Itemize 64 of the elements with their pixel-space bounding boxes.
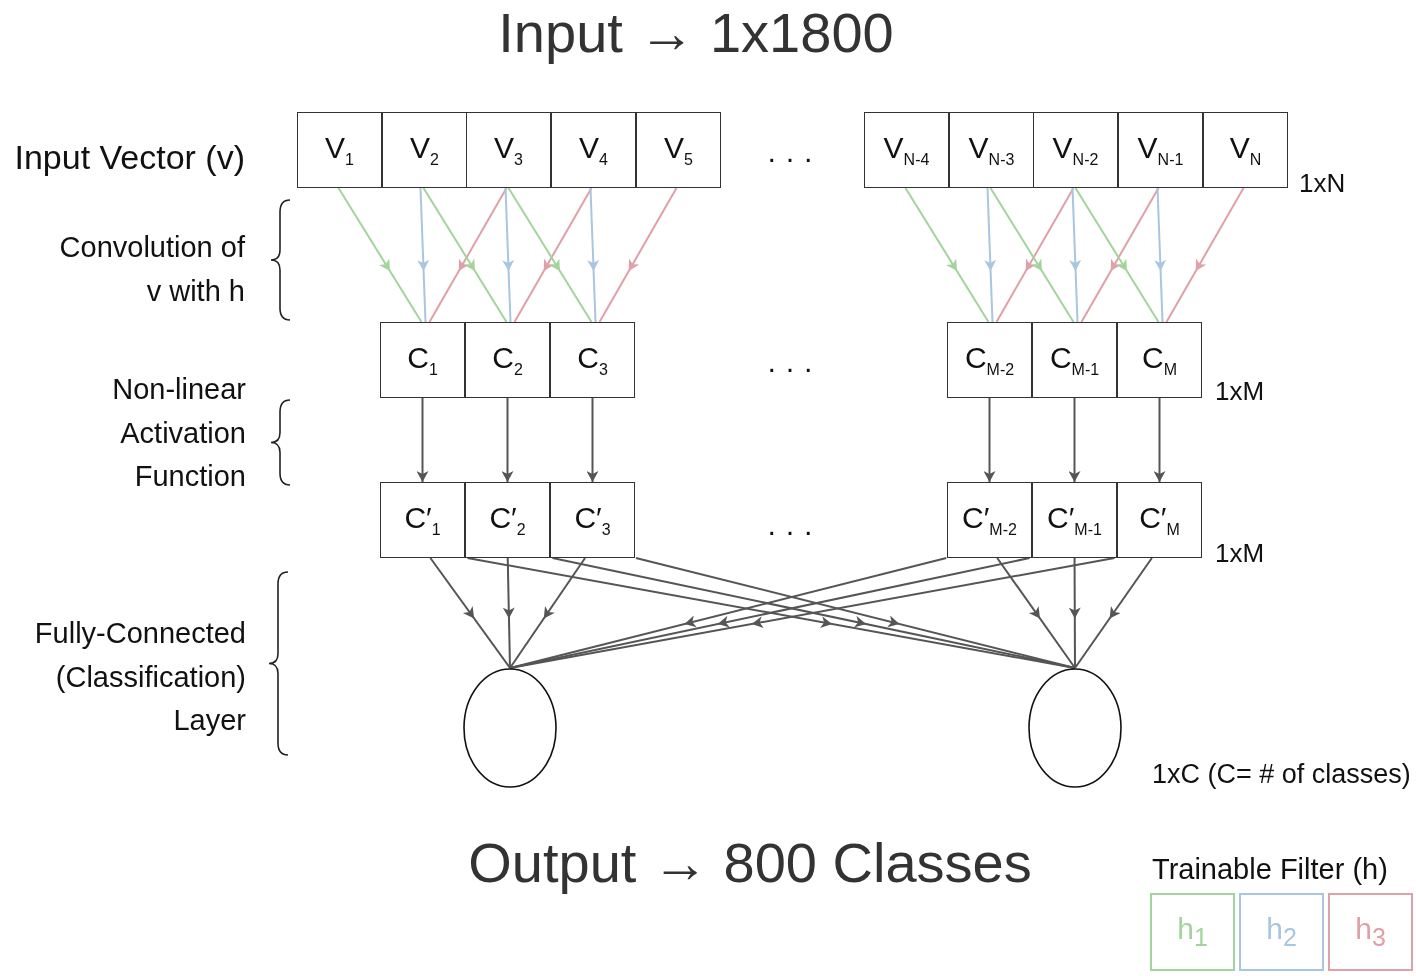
vector-cell: C$_{2}$ [465,322,550,398]
filter-label: h$_{1}$ [1177,912,1208,952]
dimension-label: 1xM [1215,537,1266,570]
arrow [1153,397,1166,483]
vector-cell: C′$_{3}$ [550,482,635,558]
arrow [634,557,1076,669]
vector-cell: V$_{N-2}$ [1033,112,1118,188]
vector-cell: C′$_{M}$ [1117,482,1202,558]
arrow [1154,187,1167,323]
vector-cell: V$_{N-3}$ [949,112,1034,188]
vector-cell: C$_{1}$ [380,322,465,398]
dimension-label: 1xM [1215,375,1266,408]
arrow [984,187,997,323]
vector-cell: C′$_{2}$ [465,482,550,558]
arrow [1165,187,1245,323]
arrow [904,187,990,323]
ellipsis: · · · [765,140,815,176]
output-neuron-circle [463,668,557,788]
arrow [417,187,430,323]
filter-label: h$_{3}$ [1355,912,1386,952]
vector-cell: C′$_{1}$ [380,482,465,558]
vector-cell: V$_{N}$ [1203,112,1288,188]
layer-label: Fully-Connected (Classification) Layer [33,616,246,738]
vector-cell: C′$_{M-2}$ [947,482,1032,558]
vector-cell: V$_{N-1}$ [1118,112,1203,188]
arrow [429,557,511,669]
vector-cell: V$_{4}$ [551,112,636,188]
arrow [587,187,600,323]
vector-cell: V$_{5}$ [636,112,721,188]
arrow [586,397,599,483]
ellipsis: · · · [765,350,815,386]
arrow [1068,397,1081,483]
dimension-label: 1xC (C= # of classes) [1152,758,1412,791]
vector-cell: V$_{N-4}$ [864,112,949,188]
arrow [1069,187,1082,323]
arrow [509,557,587,669]
vector-cell: V$_{1}$ [297,112,382,188]
title: Input → 1x1800 [497,0,895,65]
legend-title: Trainable Filter (h) [1152,852,1389,887]
vector-cell: C$_{3}$ [550,322,635,398]
layer-label: Convolution of v with h [58,230,245,309]
arrow [337,187,423,323]
vector-cell: C′$_{M-1}$ [1032,482,1117,558]
vector-cell: V$_{3}$ [466,112,551,188]
arrow [416,397,429,483]
vector-cell: V$_{2}$ [382,112,467,188]
vector-cell: C$_{M}$ [1117,322,1202,398]
dimension-label: 1xN [1299,167,1347,200]
arrow [502,557,515,669]
ellipsis: · · · [765,513,815,549]
caption: Output → 800 Classes [467,830,1033,895]
filter-label: h$_{2}$ [1266,912,1297,952]
row-label: Input Vector (v) [13,137,245,178]
layer-label: Non-linear Activation Function [111,372,246,494]
arrow [996,557,1076,669]
arrow [501,397,514,483]
output-neuron-circle [1028,668,1122,788]
vector-cell: C$_{M-2}$ [947,322,1032,398]
arrow [983,397,996,483]
vector-cell: C$_{M-1}$ [1032,322,1117,398]
arrow [502,187,515,323]
arrow [1068,557,1081,669]
arrow [1074,557,1153,669]
arrow [598,187,678,323]
